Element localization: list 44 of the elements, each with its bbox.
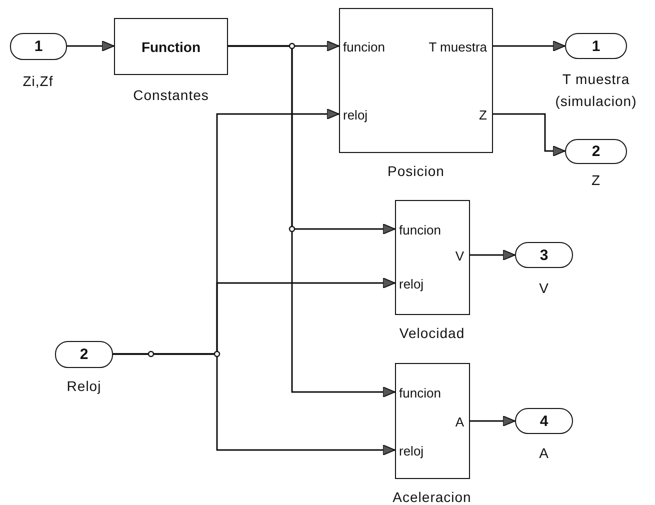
block-caption: Posicion [386, 162, 446, 181]
block-caption: Aceleracion [392, 488, 472, 505]
port-label: funcion [343, 40, 385, 54]
port-label: reloj [399, 276, 424, 292]
signal-line [67, 40, 114, 52]
port-label: A [455, 414, 464, 430]
block-caption: V [538, 279, 550, 298]
signal-line [493, 40, 566, 52]
block-caption: T muestra (simulacion) [554, 70, 638, 111]
function-block [395, 200, 470, 315]
port-number: 2 [80, 346, 88, 363]
signal-line [228, 45, 396, 398]
port-label: Z [479, 108, 487, 122]
port-block [515, 242, 573, 268]
port-number: 2 [592, 143, 600, 160]
block-caption: Z [590, 171, 602, 190]
port-label: reloj [343, 108, 368, 122]
signal-line [470, 416, 516, 426]
port-label: reloj [399, 444, 424, 458]
block-text: Function [141, 38, 201, 54]
port-label: funcion [399, 386, 441, 400]
port-block [565, 139, 627, 164]
block-caption: Constantes [132, 86, 210, 105]
signal-line [493, 113, 566, 156]
port-block [10, 33, 67, 60]
function-block [395, 363, 470, 479]
block-caption: A [538, 444, 550, 463]
port-label: T muestra [428, 40, 487, 54]
port-number: 4 [540, 412, 548, 430]
port-block [565, 33, 627, 59]
signal-line [113, 353, 396, 456]
port-number: 1 [34, 38, 43, 55]
port-label: funcion [399, 222, 441, 238]
block-caption: Velocidad [398, 324, 466, 343]
port-number: 1 [592, 38, 600, 54]
port-number: 3 [540, 246, 548, 264]
block-caption: Zi,Zf [22, 72, 54, 91]
block-caption: Reloj [66, 377, 102, 396]
port-block [55, 341, 113, 368]
port-label: V [455, 248, 464, 264]
signal-line [470, 250, 516, 260]
function-block [339, 8, 493, 153]
port-block [515, 408, 573, 434]
function-block [114, 18, 228, 75]
